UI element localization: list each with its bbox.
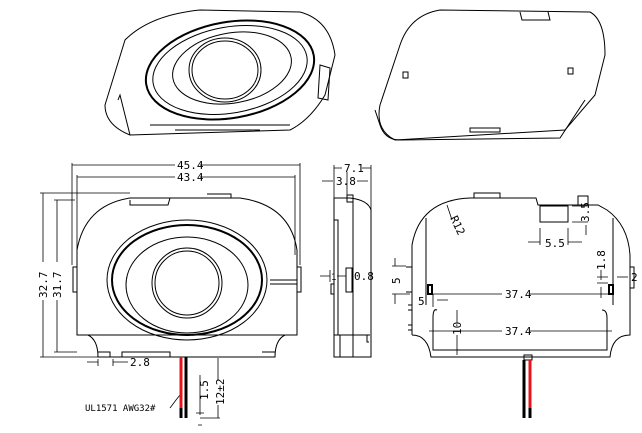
- dim-foot-height: 10: [451, 322, 464, 335]
- dim-front-depth: 3.8: [336, 175, 356, 188]
- dim-overall-height: 32.7: [37, 272, 50, 299]
- dim-pin-depth: 2: [631, 271, 638, 284]
- dim-wire-strip: 1.5: [198, 380, 211, 400]
- dim-pin-spacing-bottom: 37.4: [505, 325, 532, 338]
- rear-wires: [522, 354, 533, 418]
- dim-inner-height: 31.7: [51, 272, 64, 299]
- dim-tab-offset: 5: [418, 295, 425, 308]
- dim-radius: R12: [447, 214, 467, 238]
- front-wires: [179, 357, 188, 418]
- dim-wire-length: 12±2: [214, 379, 227, 406]
- front-view: [72, 193, 302, 358]
- rear-dimensions: R12 3.5 5.5 5 5 37.4 1.8 2 10 37.4: [390, 202, 638, 355]
- dim-slot-width: 5.5: [545, 237, 565, 250]
- dim-overall-width: 45.4: [177, 159, 204, 172]
- dim-pin-spacing-top: 37.4: [505, 288, 532, 301]
- front-dimensions: 45.4 43.4 32.7 31.7 2.8 1.5 12±2 UL1571 …: [37, 159, 301, 426]
- dim-tab-thickness: 0.8: [354, 270, 374, 283]
- dim-thickness: 7.1: [344, 162, 364, 175]
- dim-inner-width: 43.4: [177, 171, 204, 184]
- side-dimensions: 7.1 3.8 1 0.8: [320, 162, 374, 283]
- dim-pin-height: 1.8: [595, 250, 608, 270]
- dim-tab-width: 2.8: [130, 356, 150, 369]
- dim-offset: 1: [331, 273, 336, 283]
- wire-label: UL1571 AWG32#: [85, 404, 156, 414]
- dim-slot-height: 3.5: [579, 202, 592, 222]
- iso-front-view: [104, 9, 336, 136]
- dim-tab-height-left: 5: [390, 277, 403, 284]
- iso-rear-view: [374, 9, 606, 141]
